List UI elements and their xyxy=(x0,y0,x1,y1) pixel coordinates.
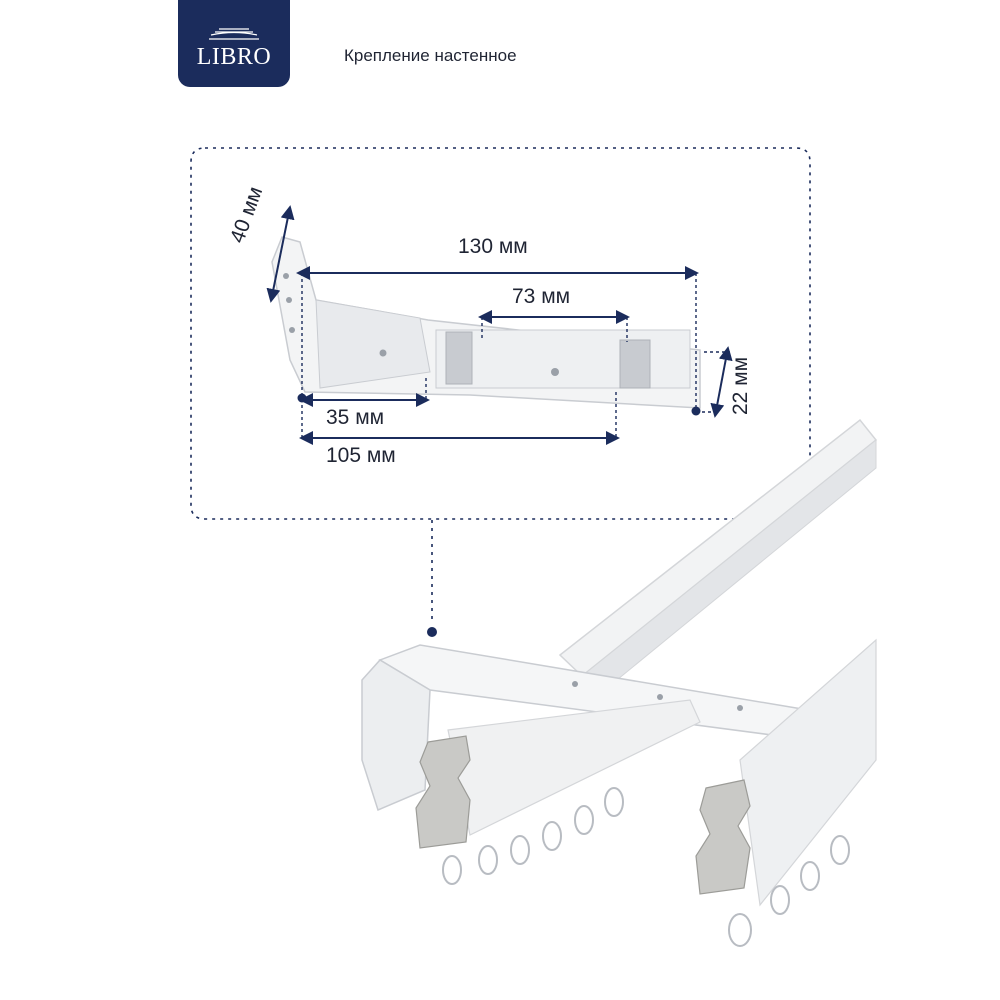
dimension-label-130: 130 мм xyxy=(458,235,528,258)
dimension-label-22: 22 мм xyxy=(729,356,753,416)
dimension-label-73: 73 мм xyxy=(512,285,571,308)
dimension-lines xyxy=(266,205,733,445)
dimension-label-105: 105 мм xyxy=(326,444,396,467)
dimension-dots xyxy=(297,393,701,416)
brand-name: LIBRO xyxy=(196,44,272,70)
brand-logo: LIBRO xyxy=(178,0,290,87)
page-title: Крепление настенное xyxy=(344,46,517,65)
dimension-label-35: 35 мм xyxy=(326,406,385,429)
bracket-detail xyxy=(271,236,701,409)
callout-dot xyxy=(427,627,437,637)
rail-assembly xyxy=(361,418,878,947)
logo-pelmet-icon xyxy=(209,28,259,40)
dimension-extension-lines xyxy=(301,273,730,440)
